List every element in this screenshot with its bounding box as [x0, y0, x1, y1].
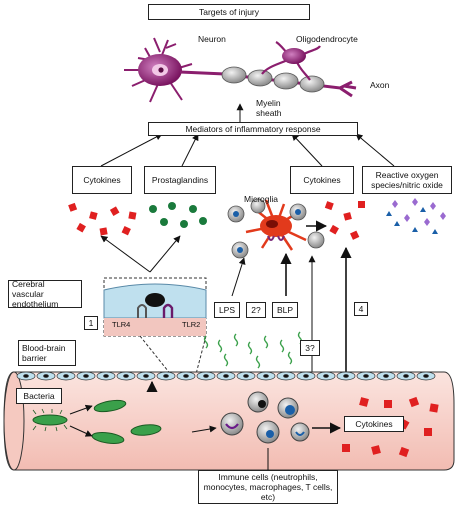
lps-box: LPS: [214, 302, 240, 318]
arrow-cytokines2-to-mediators: [291, 133, 323, 167]
cytokines-vessel-particles: [342, 396, 439, 458]
endothelial-nucleus: [43, 374, 49, 378]
prostaglandin-particles: [149, 202, 207, 228]
ros-particles: [386, 198, 446, 234]
blp-box: BLP: [272, 302, 298, 318]
arrow-ros-to-mediators: [355, 133, 395, 167]
immune-cells: [191, 391, 342, 470]
endothelial-nucleus: [423, 374, 429, 378]
endothelial-nucleus: [23, 374, 29, 378]
cytokines-box-left: Cytokines: [72, 166, 132, 194]
prostaglandins-box: Prostaglandins: [144, 166, 216, 194]
endothelial-nucleus: [303, 374, 309, 378]
bacterial-fragments: [203, 331, 303, 369]
arrow-cytokines-to-mediators: [100, 133, 163, 167]
bbb-box: Blood-brain barrier: [18, 340, 76, 366]
bacteria-in-vessel: [32, 380, 162, 444]
immune-cells-box: Immune cells (neutrophils, monocytes, ma…: [198, 470, 338, 504]
targets-of-injury-title: Targets of injury: [148, 4, 310, 20]
endothelial-nucleus: [223, 374, 229, 378]
myelin-axon: [221, 66, 357, 98]
mediators-box: Mediators of inflammatory response: [148, 122, 358, 136]
bacteria-box: Bacteria: [16, 388, 62, 404]
endothelial-nucleus: [263, 374, 269, 378]
cerebral-endothelium-box: Cerebral vascular endothelium: [8, 279, 82, 309]
myelin-sheath-label: Myelin sheath: [256, 98, 282, 118]
oligodendrocyte-cell: [261, 41, 321, 81]
endothelial-nucleus: [143, 374, 149, 378]
endothelial-nucleus: [163, 374, 169, 378]
tlr2-label: TLR2: [182, 320, 201, 329]
endothelial-nucleus: [363, 374, 369, 378]
endothelial-nucleus: [123, 374, 129, 378]
arrow-endo-to-prostaglandins: [149, 235, 181, 273]
cytokines-vessel-box: Cytokines: [344, 416, 404, 432]
axon-label: Axon: [370, 80, 390, 90]
cytokines-box-right: Cytokines: [290, 166, 354, 194]
endothelial-nucleus: [383, 374, 389, 378]
cytokines-right-particles: [324, 201, 365, 240]
cytokines-left-particles: [68, 202, 137, 236]
microglia-cell: [227, 198, 325, 259]
endothelial-nucleus: [103, 374, 109, 378]
microglia-label: Microglia: [244, 194, 279, 204]
arrow-endo-to-cytokines: [100, 235, 151, 273]
step-3-label: 3?: [300, 340, 320, 356]
endothelium-inset: [103, 277, 207, 387]
step-4-label: 4: [354, 302, 368, 316]
tlr4-label: TLR4: [112, 320, 131, 329]
endothelial-nucleus: [403, 374, 409, 378]
endothelial-nucleus: [323, 374, 329, 378]
arrow-prostaglandins-to-mediators: [181, 133, 199, 167]
endothelial-nucleus: [203, 374, 209, 378]
endothelial-nucleus: [283, 374, 289, 378]
ros-box: Reactive oxygen species/nitric oxide: [362, 166, 452, 194]
step-1-label: 1: [84, 316, 98, 330]
step-2-label: 2?: [246, 302, 266, 318]
neuron-label: Neuron: [198, 34, 226, 44]
endothelial-nucleus: [83, 374, 89, 378]
arrow-lps-to-microglia: [231, 257, 246, 297]
endothelial-nucleus: [343, 374, 349, 378]
neuron-cell: [124, 37, 226, 103]
endothelial-nucleus: [183, 374, 189, 378]
endothelial-nucleus: [63, 374, 69, 378]
oligodendrocyte-label: Oligodendrocyte: [296, 34, 358, 44]
endothelial-nucleus: [243, 374, 249, 378]
